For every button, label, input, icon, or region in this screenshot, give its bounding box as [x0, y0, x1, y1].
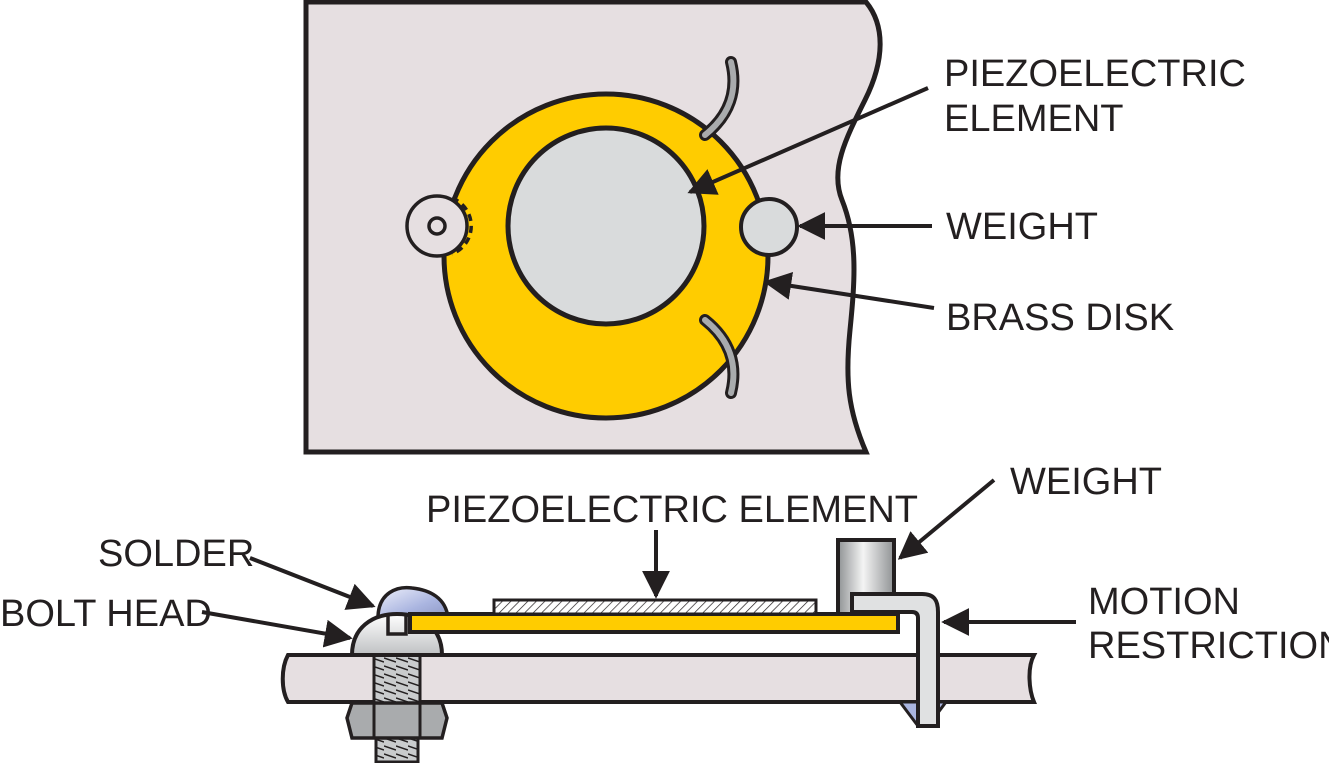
label-piezo-line2: ELEMENT	[944, 98, 1123, 140]
label-piezo-line1: PIEZOELECTRIC	[944, 53, 1246, 95]
mounting-plate-side	[280, 653, 1038, 704]
solder-blob	[376, 585, 450, 620]
side-view: PIEZOELECTRIC ELEMENT WEIGHT SOLDER BOLT…	[0, 461, 1329, 763]
arrow-solder	[249, 556, 376, 610]
arrow-piezo-top	[687, 86, 929, 195]
label-solder: SOLDER	[98, 533, 254, 575]
weight-top	[739, 197, 799, 257]
label-motion-line1: MOTION	[1088, 581, 1240, 623]
bolt-hole	[427, 216, 447, 236]
label-piezo-side: PIEZOELECTRIC ELEMENT	[426, 489, 918, 531]
restriction-clip-bottom-fill	[702, 317, 737, 396]
arrow-brass-disk	[763, 272, 935, 310]
motion-restriction-bracket	[850, 592, 940, 728]
solder-dashed-edge	[451, 196, 473, 256]
top-view: PIEZOELECTRIC ELEMENT WEIGHT BRASS DISK	[303, 0, 1246, 455]
restriction-clip-top-fill	[702, 59, 737, 138]
label-weight-side: WEIGHT	[1010, 461, 1162, 503]
arrow-weight-side	[897, 478, 996, 560]
label-bolt-head: BOLT HEAD	[0, 593, 212, 635]
brass-disk-side	[408, 612, 900, 634]
arrow-bolt-head	[201, 610, 353, 648]
piezoelectric-element	[505, 125, 707, 327]
bolt-slot	[386, 614, 408, 636]
solder-point	[405, 194, 469, 258]
nut	[345, 701, 449, 740]
label-brass-disk: BRASS DISK	[946, 297, 1174, 339]
label-weight-top: WEIGHT	[946, 206, 1098, 248]
piezo-element-side	[492, 598, 818, 616]
bolt-thread-end	[374, 734, 420, 763]
label-motion-line2: RESTRICTION	[1088, 625, 1329, 667]
